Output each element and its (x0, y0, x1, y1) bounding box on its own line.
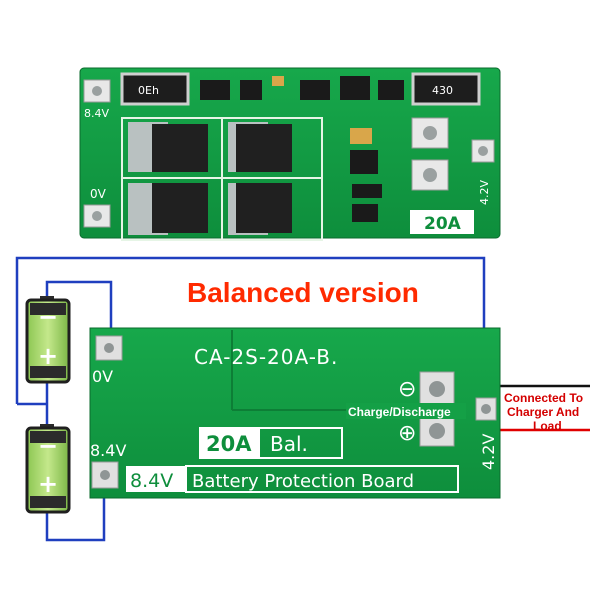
output-callout: Connected To Charger And Load (504, 391, 583, 433)
charge-discharge-label: Charge/Discharge (348, 405, 451, 419)
battery-top-plus: + (38, 342, 58, 370)
shunt-resistor-right (411, 72, 481, 106)
battery-cell-top: − + (25, 296, 71, 384)
mosfet (228, 122, 292, 172)
callout-line-1: Connected To (504, 391, 583, 405)
label-8v4: 8.4V (90, 441, 126, 460)
minus-symbol: ⊖ (398, 377, 416, 402)
mosfet (228, 183, 292, 235)
board-model: CA-2S-20A-B. (194, 345, 338, 369)
resistor-right-label: 430 (432, 84, 453, 97)
board-rating: 20A (206, 432, 252, 456)
top-rating: 20A (424, 214, 462, 234)
label-0v: 0V (92, 367, 113, 386)
bottom-pcb: 0V 8.4V CA-2S-20A-B. 20A Bal. 8.4V Batte… (89, 327, 501, 499)
callout-line-3: Load (533, 419, 562, 433)
headline: Balanced version (187, 277, 419, 308)
top-pcb: 8.4V 0V 0Eh 430 (79, 67, 501, 241)
board-balance: Bal. (270, 432, 308, 456)
pad-0v (95, 335, 123, 361)
mosfet (128, 183, 208, 235)
label-8v4-inline: 8.4V (130, 470, 173, 492)
battery-bottom-plus: + (38, 470, 58, 498)
shunt-resistor-left (120, 72, 190, 106)
top-label-8v4: 8.4V (84, 107, 109, 120)
battery-bottom-minus: − (38, 432, 58, 460)
board-description: Battery Protection Board (192, 471, 414, 492)
plus-symbol: ⊕ (398, 421, 416, 446)
mosfet (128, 122, 208, 172)
battery-top-minus: − (38, 303, 58, 331)
resistor-left-label: 0Eh (138, 84, 159, 97)
label-4v2: 4.2V (479, 434, 498, 470)
battery-cell-bottom: − + (25, 424, 71, 514)
top-label-4v2: 4.2V (478, 180, 491, 205)
callout-line-2: Charger And (507, 405, 579, 419)
top-label-0v: 0V (90, 187, 107, 201)
